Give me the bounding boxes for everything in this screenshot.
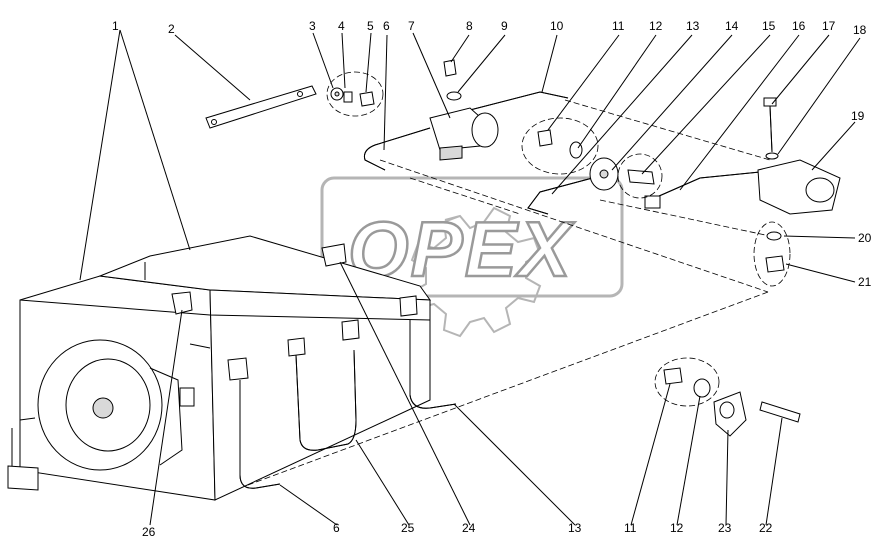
callout-13-top: 13 [686, 19, 700, 33]
fasteners [7, 59, 801, 491]
callout-11-bottom: 11 [624, 521, 637, 535]
callout-18: 18 [853, 23, 867, 37]
watermark-frame [320, 176, 624, 298]
callout-11-top: 11 [612, 19, 625, 33]
tubes-and-valve [205, 85, 841, 215]
callout-12-bottom: 12 [670, 521, 684, 535]
callout-15: 15 [762, 19, 776, 33]
callout-21: 21 [858, 275, 872, 289]
callout-26: 26 [142, 525, 156, 539]
callout-10: 10 [550, 19, 564, 33]
callout-6-top: 6 [383, 19, 390, 33]
callout-22: 22 [759, 521, 773, 535]
callout-12-top: 12 [649, 19, 663, 33]
callout-19: 19 [851, 109, 865, 123]
gear-watermark-icon [410, 206, 542, 338]
callout-3: 3 [309, 19, 316, 33]
callout-7: 7 [408, 19, 415, 33]
callout-25: 25 [401, 521, 415, 535]
callout-5: 5 [367, 19, 374, 33]
callout-4: 4 [338, 19, 345, 33]
callout-8: 8 [466, 19, 473, 33]
callout-24: 24 [462, 521, 476, 535]
leader-lines [79, 29, 861, 526]
hose-set [171, 243, 457, 489]
callout-20: 20 [858, 231, 872, 245]
callout-1: 1 [112, 19, 119, 33]
callout-2: 2 [168, 22, 175, 36]
callout-labels: 1 2 3 4 5 6 7 8 9 10 11 12 13 14 15 16 1… [112, 19, 872, 539]
callout-23: 23 [718, 521, 732, 535]
heater-housing [19, 235, 432, 501]
group-ellipses [326, 71, 791, 407]
callout-13-bottom: 13 [568, 521, 582, 535]
callout-14: 14 [725, 19, 739, 33]
callout-9: 9 [501, 19, 508, 33]
callout-17: 17 [822, 19, 836, 33]
callout-16: 16 [792, 19, 806, 33]
callout-6-bottom: 6 [333, 521, 340, 535]
